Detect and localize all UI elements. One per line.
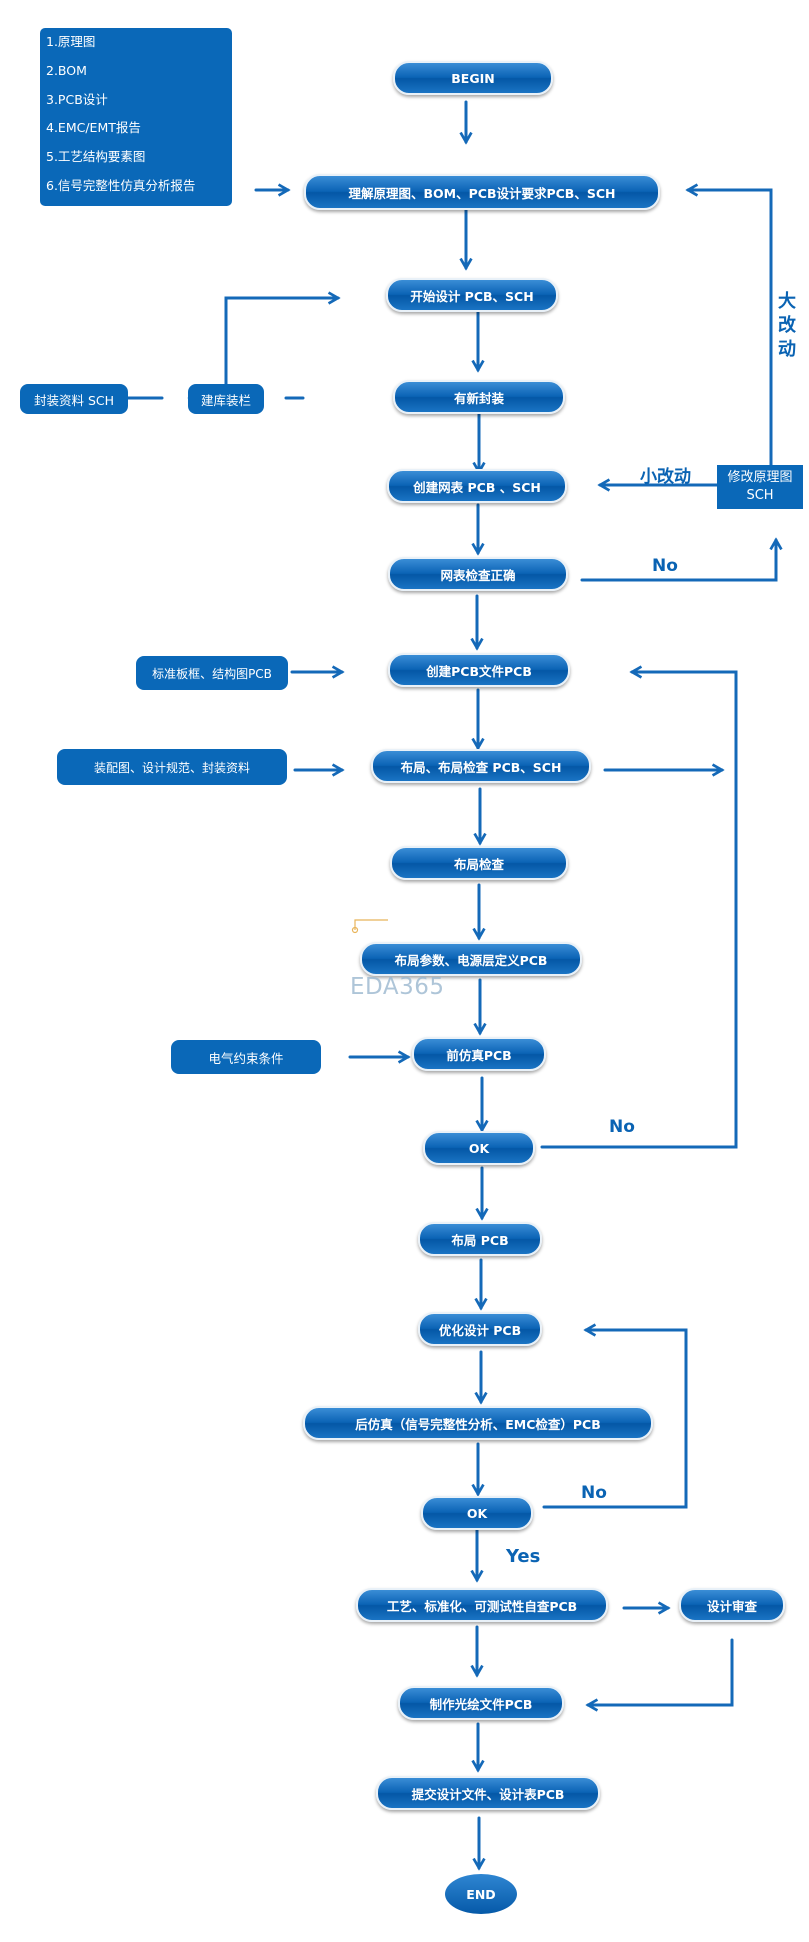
node-ok-presim[interactable]: OK bbox=[423, 1131, 535, 1165]
node-end[interactable]: END bbox=[445, 1874, 517, 1914]
node-optimize-design[interactable]: 优化设计 PCB bbox=[418, 1312, 542, 1346]
node-electrical-constraints[interactable]: 电气约束条件 bbox=[171, 1040, 321, 1074]
node-routing[interactable]: 布局 PCB bbox=[418, 1222, 542, 1256]
node-modify-schematic[interactable]: 修改原理图SCH bbox=[717, 465, 803, 509]
node-begin[interactable]: BEGIN bbox=[393, 61, 553, 95]
node-standard-board-outline[interactable]: 标准板框、结构图PCB bbox=[136, 656, 288, 690]
legend-item: 2.BOM bbox=[46, 63, 87, 78]
node-layout-and-check[interactable]: 布局、布局检查 PCB、SCH bbox=[371, 749, 591, 783]
label-no-presim: No bbox=[609, 1117, 635, 1137]
label-yes: Yes bbox=[506, 1546, 541, 1567]
node-netlist-check[interactable]: 网表检查正确 bbox=[388, 557, 568, 591]
node-package-data-sch[interactable]: 封装资料 SCH bbox=[20, 384, 128, 414]
label-no-postsim: No bbox=[581, 1483, 607, 1503]
node-assembly-drawing[interactable]: 装配图、设计规范、封装资料 bbox=[57, 749, 287, 785]
node-start-design[interactable]: 开始设计 PCB、SCH bbox=[386, 278, 558, 312]
node-self-check[interactable]: 工艺、标准化、可测试性自查PCB bbox=[356, 1588, 608, 1622]
eda365-watermark: EDA365 bbox=[350, 974, 445, 1000]
legend-item: 3.PCB设计 bbox=[46, 92, 108, 107]
input-documents-legend: 1.原理图 2.BOM 3.PCB设计 4.EMC/EMT报告 5.工艺结构要素… bbox=[40, 28, 232, 206]
node-post-simulation[interactable]: 后仿真（信号完整性分析、EMC检查）PCB bbox=[303, 1406, 653, 1440]
label-minor-change: 小改动 bbox=[640, 467, 691, 487]
node-build-library[interactable]: 建库装栏 bbox=[188, 384, 264, 414]
node-make-gerber[interactable]: 制作光绘文件PCB bbox=[398, 1686, 564, 1720]
node-submit-files[interactable]: 提交设计文件、设计表PCB bbox=[376, 1776, 600, 1810]
node-ok-postsim[interactable]: OK bbox=[421, 1496, 533, 1530]
node-create-pcb-file[interactable]: 创建PCB文件PCB bbox=[388, 653, 570, 687]
node-layout-check[interactable]: 布局检查 bbox=[390, 846, 568, 880]
label-major-change: 大改动 bbox=[775, 290, 799, 362]
node-design-review[interactable]: 设计审查 bbox=[679, 1588, 785, 1622]
node-layout-params[interactable]: 布局参数、电源层定义PCB bbox=[360, 942, 582, 976]
legend-item: 4.EMC/EMT报告 bbox=[46, 120, 141, 135]
node-pre-simulation[interactable]: 前仿真PCB bbox=[412, 1037, 546, 1071]
major-change-text: 大改动 bbox=[778, 291, 796, 360]
legend-item: 1.原理图 bbox=[46, 34, 96, 49]
modify-schematic-label: 修改原理图SCH bbox=[727, 470, 793, 503]
legend-item: 6.信号完整性仿真分析报告 bbox=[46, 178, 196, 193]
label-no-netlist: No bbox=[652, 556, 678, 576]
node-new-package[interactable]: 有新封装 bbox=[393, 380, 565, 414]
node-create-netlist[interactable]: 创建网表 PCB 、SCH bbox=[387, 469, 567, 503]
legend-item: 5.工艺结构要素图 bbox=[46, 149, 146, 164]
node-understand-requirements[interactable]: 理解原理图、BOM、PCB设计要求PCB、SCH bbox=[304, 174, 660, 210]
